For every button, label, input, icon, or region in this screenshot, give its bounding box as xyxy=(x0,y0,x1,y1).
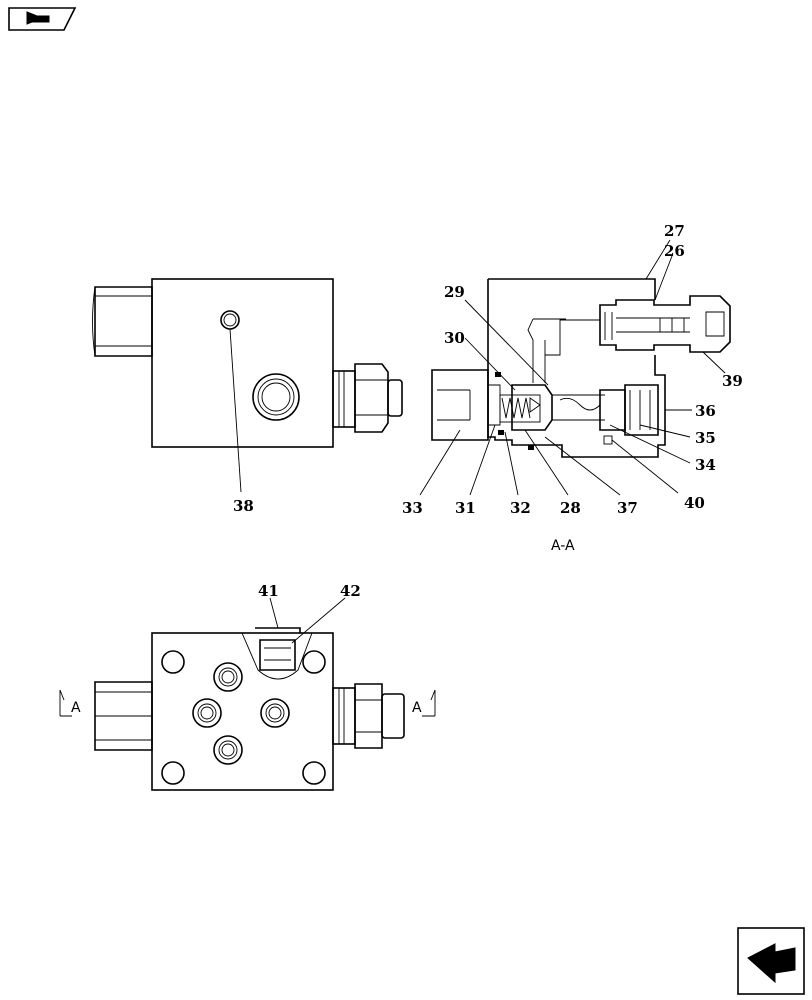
section-view xyxy=(419,239,731,496)
callout-29: 29 xyxy=(444,283,465,301)
callout-42: 42 xyxy=(340,582,361,600)
callout-37: 37 xyxy=(617,499,638,517)
callout-35: 35 xyxy=(695,429,716,447)
callout-31: 31 xyxy=(455,499,476,517)
section-mark-left: A xyxy=(71,700,81,716)
next-page-arrow-icon[interactable] xyxy=(737,927,805,995)
side-view xyxy=(92,278,403,493)
callout-32: 32 xyxy=(510,499,531,517)
callout-34: 34 xyxy=(695,456,716,474)
callout-40: 40 xyxy=(684,494,705,512)
section-caption: A-A xyxy=(551,538,575,554)
callout-26: 26 xyxy=(664,242,685,260)
callout-38: 38 xyxy=(233,497,254,515)
callout-41: 41 xyxy=(258,582,279,600)
callout-28: 28 xyxy=(560,499,581,517)
section-mark-right: A xyxy=(412,700,422,716)
book-arrow-icon[interactable] xyxy=(8,7,77,31)
callout-27: 27 xyxy=(664,222,685,240)
callout-36: 36 xyxy=(695,402,716,420)
callout-30: 30 xyxy=(444,329,465,347)
callout-33: 33 xyxy=(402,499,423,517)
callout-39: 39 xyxy=(722,372,743,390)
top-view xyxy=(59,597,436,791)
